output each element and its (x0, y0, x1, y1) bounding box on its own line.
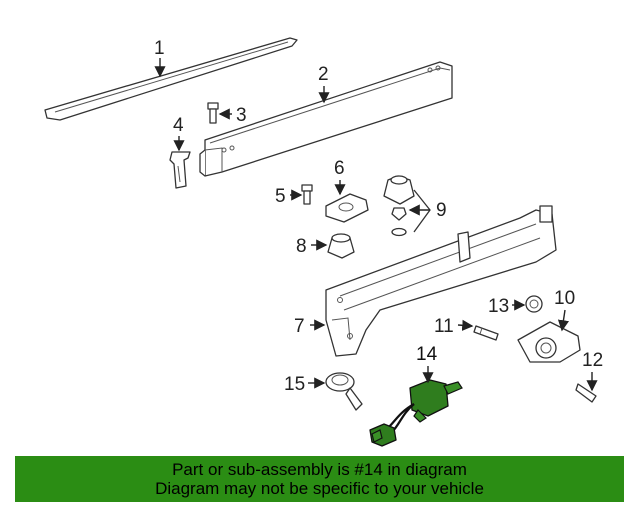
callout-label-11: 11 (434, 316, 454, 337)
callout-7[interactable]: 7 (294, 316, 326, 337)
part-12-bolt[interactable] (575, 383, 597, 403)
callout-label-13: 13 (488, 296, 509, 317)
part-7-bumper-frame[interactable] (325, 205, 557, 357)
callout-12[interactable]: 12 (582, 350, 603, 392)
info-banner: Part or sub-assembly is #14 in diagram D… (15, 456, 624, 502)
callout-13[interactable]: 13 (488, 296, 526, 317)
callout-11[interactable]: 11 (434, 316, 474, 337)
part-13-grommet[interactable] (525, 295, 543, 313)
part-2-impact-bar[interactable] (199, 61, 453, 177)
callout-3[interactable]: 3 (218, 105, 247, 126)
part-14-sensor[interactable] (369, 379, 463, 447)
banner-line-1: Part or sub-assembly is #14 in diagram (172, 460, 467, 479)
callout-label-12: 12 (582, 350, 603, 371)
callout-label-1: 1 (154, 38, 165, 59)
part-15-actuator[interactable] (325, 372, 363, 411)
callout-6[interactable]: 6 (334, 158, 346, 196)
parts-diagram: 1 2 3 4 5 (44, 37, 603, 447)
callout-label-14: 14 (416, 344, 438, 365)
part-1-bumper-strip[interactable] (44, 37, 298, 121)
callout-label-3: 3 (236, 105, 247, 126)
callout-15[interactable]: 15 (284, 374, 326, 395)
callout-10[interactable]: 10 (554, 288, 575, 332)
part-3-bolt[interactable] (207, 102, 219, 124)
callout-label-7: 7 (294, 316, 305, 337)
callout-5[interactable]: 5 (275, 186, 303, 207)
callout-1[interactable]: 1 (154, 38, 166, 78)
callout-label-10: 10 (554, 288, 575, 309)
part-11-pin[interactable] (473, 325, 499, 341)
part-6-plate[interactable] (325, 193, 369, 223)
callout-8[interactable]: 8 (296, 236, 328, 257)
callout-2[interactable]: 2 (318, 64, 330, 104)
part-10-housing[interactable] (517, 321, 581, 363)
part-4-bracket[interactable] (169, 151, 191, 189)
part-5-bolt[interactable] (301, 184, 313, 205)
callout-label-8: 8 (296, 236, 307, 257)
callout-label-6: 6 (334, 158, 345, 179)
callout-label-15: 15 (284, 374, 305, 395)
callout-4[interactable]: 4 (173, 115, 185, 152)
part-9-isolator[interactable] (383, 175, 415, 237)
part-8-mount[interactable] (327, 233, 355, 259)
callout-label-5: 5 (275, 186, 286, 207)
callout-label-2: 2 (318, 64, 329, 85)
callout-label-4: 4 (173, 115, 184, 136)
banner-line-2: Diagram may not be specific to your vehi… (155, 479, 484, 498)
callout-label-9: 9 (436, 200, 447, 221)
callout-9[interactable]: 9 (408, 189, 447, 233)
callout-14[interactable]: 14 (416, 344, 438, 384)
